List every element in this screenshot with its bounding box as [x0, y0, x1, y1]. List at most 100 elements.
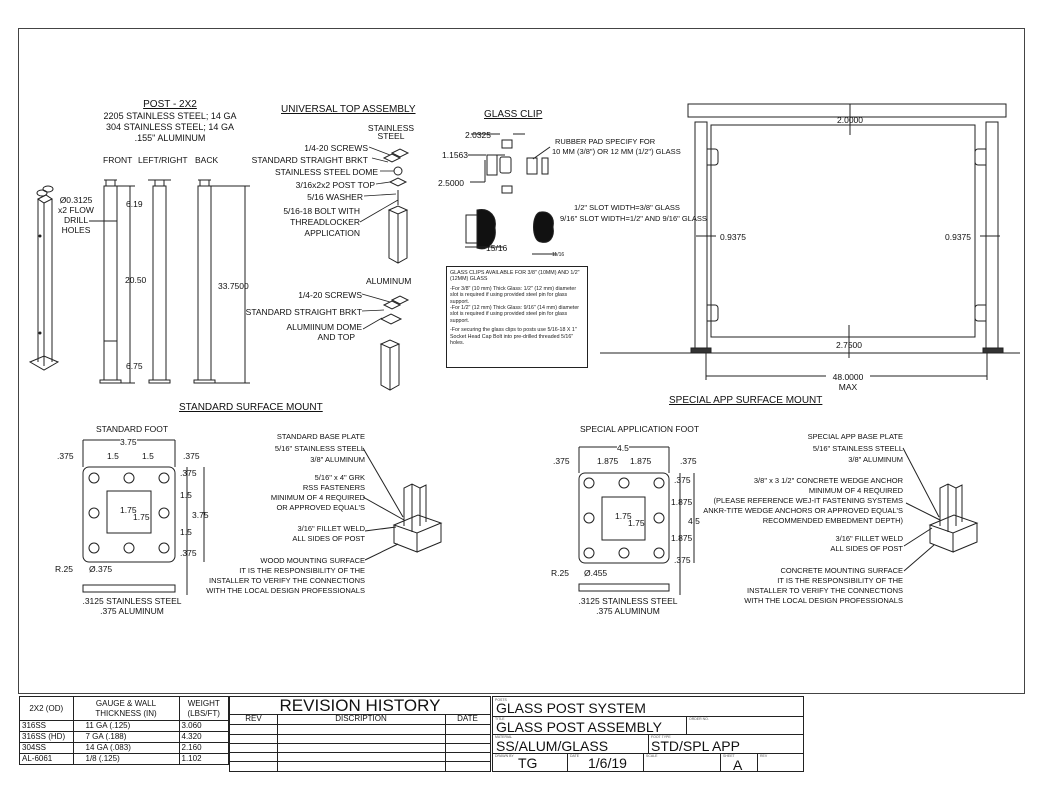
std-fastener-note-4: OR APPROVED EQUAL'S	[276, 503, 365, 512]
ss-part-bolt-3: APPLICATION	[304, 228, 360, 238]
spl-anchor-note-2: MINIMUM OF 4 REQUIRED	[808, 486, 903, 495]
side-post-drawing	[148, 179, 171, 384]
info-line-1: GLASS CLIPS AVAILABLE FOR 3/8" (10MM) AN…	[450, 270, 580, 283]
std-weld-note-2: ALL SIDES OF POST	[292, 534, 365, 543]
glass-clip-title: GLASS CLIP	[484, 109, 543, 120]
sheet-label: SHEET	[723, 754, 735, 758]
spl-dim-sp-3: 1.875	[671, 497, 693, 507]
stainless-top-assembly-drawing	[382, 148, 410, 264]
drill-note-3: DRILL	[63, 215, 89, 225]
al-part-dome-2: AND TOP	[317, 332, 355, 342]
std-weld-note-1: 3/16" FILLET WELD	[297, 524, 365, 533]
elev-dim-right: 0.9375	[945, 232, 971, 242]
drawn-by-label: DRAWN BY	[495, 754, 514, 758]
mounting-hole	[583, 477, 595, 489]
standard-foot-drawing	[82, 439, 205, 595]
clip-dim-1: 2.0325	[465, 130, 491, 140]
spec-cell-material: 316SS	[19, 720, 74, 732]
mounting-hole	[123, 472, 135, 484]
al-part-bracket: STANDARD STRAIGHT BRKT	[245, 307, 362, 317]
spl-anchor-note-4: ANKR-TITE WEDGE ANCHORS OR APPROVED EQUA…	[703, 506, 903, 515]
spl-plate-note-3: 3/8" ALUMINUM	[848, 455, 903, 464]
glass-clip-info-box: GLASS CLIPS AVAILABLE FOR 3/8" (10MM) AN…	[446, 266, 588, 368]
ss-part-washer: 5/16 WASHER	[307, 192, 363, 202]
std-dim-edge-l: .375	[57, 451, 74, 461]
clip-dim-5: 11/16	[552, 252, 565, 258]
std-thickness-1: .3125 STAINLESS STEEL	[82, 596, 182, 606]
spec-cell-material: 304SS	[19, 742, 74, 754]
spl-dim-height: 4.5	[688, 516, 700, 526]
material-value: SS/ALUM/GLASS	[496, 738, 609, 754]
mounting-hole	[158, 472, 170, 484]
std-dim-height: 3.75	[192, 510, 209, 520]
spl-surface-note-3: INSTALLER TO VERIFY THE CONNECTIONS	[746, 586, 903, 595]
date-label: DATE	[570, 754, 580, 758]
dim-post-bottom: 6.75	[126, 361, 143, 371]
view-label-front: FRONT	[103, 155, 133, 165]
mounting-hole	[88, 472, 100, 484]
spec-table-row: 316SS (HD)7 GA (.188)4.320	[19, 731, 229, 743]
std-dim-tube-w: 1.75	[120, 505, 137, 515]
front-post-drawing	[89, 179, 135, 384]
drawn-by-value: TG	[518, 755, 538, 771]
railing-elevation-drawing	[600, 103, 1020, 380]
mounting-hole	[158, 507, 170, 519]
spl-anchor-note-5: RECOMMENDED EMBEDMENT DEPTH)	[762, 516, 903, 525]
std-dim-edge-t: .375	[180, 468, 197, 478]
std-surface-note-3: INSTALLER TO VERIFY THE CONNECTIONS	[208, 576, 365, 585]
clip-dim-4: 15/16	[486, 243, 508, 253]
standard-base-iso-drawing	[362, 447, 443, 561]
info-line-2: -For 3/8" (10 mm) Thick Glass: 1/2" (12 …	[450, 285, 577, 305]
mounting-hole	[583, 547, 595, 559]
elev-dim-width: 48.0000	[826, 372, 870, 382]
std-surface-note-1: WOOD MOUNTING SURFACE	[260, 556, 365, 565]
info-line-3: -For 1/2" (12 mm) Thick Glass: 9/16" (14…	[450, 305, 580, 324]
spec-header-weight: WEIGHT (LBS/FT)	[178, 696, 229, 721]
spec-header-gauge: GAUGE & WALL THICKNESS (IN)	[72, 696, 180, 721]
dim-post-top: 6.19	[126, 199, 143, 209]
mounting-hole	[88, 542, 100, 554]
post-material-3: .155" ALUMINUM	[134, 133, 206, 143]
view-label-back: BACK	[195, 155, 219, 165]
glass-clip-drawing	[465, 133, 557, 255]
slot-note-2: 9/16" SLOT WIDTH=1/2" AND 9/16" GLASS	[560, 214, 707, 223]
special-mount-title: SPECIAL APP SURFACE MOUNT	[669, 395, 823, 406]
slot-note-1: 1/2" SLOT WIDTH=3/8" GLASS	[574, 203, 680, 212]
std-dim-sp-3: 1.5	[180, 490, 192, 500]
spl-dim-tube-h: 1.75	[628, 518, 645, 528]
spl-dim-edge-b: .375	[674, 555, 691, 565]
clip-dim-3: 2.5000	[438, 178, 464, 188]
special-foot-drawing	[578, 446, 695, 595]
spec-cell-material: 316SS (HD)	[19, 731, 74, 743]
mounting-hole	[583, 512, 595, 524]
spec-cell-gauge: 1/8 (.125)	[72, 753, 180, 765]
top-assembly-leaders	[359, 146, 399, 330]
rev-col-description: DISCRIPTION	[335, 714, 387, 723]
elev-dim-left: 0.9375	[720, 232, 746, 242]
stainless-label-1: STAINLESS	[367, 123, 415, 133]
std-plate-note-2: 5/16" STAINLESS STEELL	[274, 444, 365, 453]
spec-table-header: 2X2 (OD) GAUGE & WALL THICKNESS (IN) WEI…	[19, 696, 229, 721]
ss-part-dome: STAINLESS STEEL DOME	[275, 167, 378, 177]
title-value: GLASS POST ASSEMBLY	[496, 719, 662, 735]
spl-dim-sp-1: 1.875	[597, 456, 619, 466]
revision-history-block: REVISION HISTORY REV DISCRIPTION DATE	[229, 696, 491, 772]
spl-surface-note-1: CONCRETE MOUNTING SURFACE	[780, 566, 903, 575]
top-assembly-title: UNIVERSAL TOP ASSEMBLY	[281, 104, 416, 115]
spl-anchor-note-1: 3/8" x 3 1/2" CONCRETE WEDGE ANCHOR	[753, 476, 903, 485]
spl-thickness-1: .3125 STAINLESS STEEL	[578, 596, 678, 606]
spl-surface-note-2: IT IS THE RESPONSIBILITY OF THE	[777, 576, 903, 585]
info-line-4: -For securing the glass clips to posts u…	[450, 327, 577, 347]
spl-surface-note-4: WITH THE LOCAL DESIGN PROFESSIONALS	[744, 596, 903, 605]
title-block: POSTS GLASS POST SYSTEM TITLE GLASS POST…	[492, 696, 804, 772]
post-title: POST - 2X2	[143, 99, 197, 110]
sheet-value: A	[733, 757, 743, 773]
ss-part-bolt-1: 5/16-18 BOLT WITH	[283, 206, 360, 216]
special-foot-title: SPECIAL APPLICATION FOOT	[580, 424, 700, 434]
spec-cell-gauge: 14 GA (.083)	[72, 742, 180, 754]
mounting-hole	[653, 477, 665, 489]
std-surface-note-2: IT IS THE RESPONSIBILITY OF THE	[239, 566, 365, 575]
